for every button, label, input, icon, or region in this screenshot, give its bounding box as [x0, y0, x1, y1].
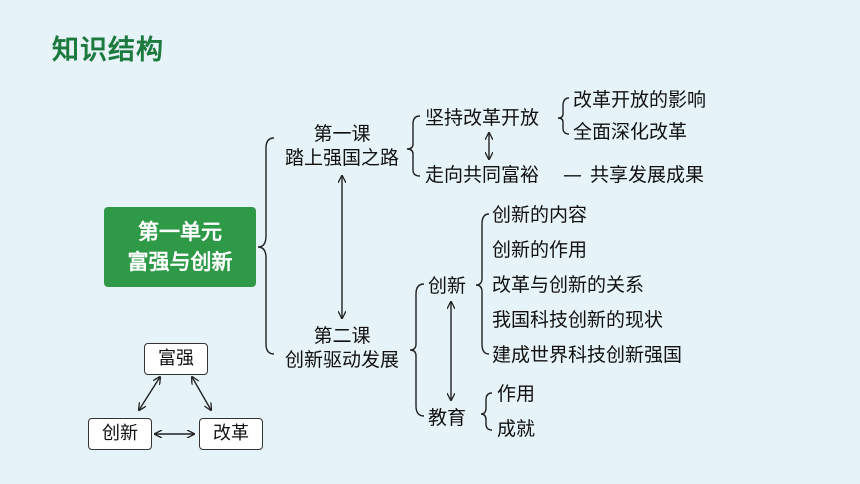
- education-item: 成就: [497, 418, 536, 440]
- topic-reform: 坚持改革开放: [425, 107, 540, 129]
- innovation-item: 改革与创新的关系: [492, 274, 645, 296]
- brace-lesson1: [406, 115, 421, 177]
- lesson2-label: 第二课 创新驱动发展: [278, 324, 406, 372]
- lesson1-line2: 踏上强国之路: [284, 147, 399, 169]
- reform-item: 全面深化改革: [573, 121, 688, 143]
- lesson1-label: 第一课 踏上强国之路: [278, 122, 406, 170]
- brace-lesson2: [409, 283, 425, 417]
- topic-innovation: 创新: [428, 275, 467, 297]
- reform-item: 改革开放的影响: [573, 89, 707, 111]
- lesson2-line1: 第二课: [313, 325, 371, 347]
- unit-box: 第一单元 富强与创新: [104, 207, 256, 287]
- innovation-item: 建成世界科技创新强国: [492, 344, 683, 366]
- topic-education: 教育: [428, 407, 467, 429]
- brace-reform: [557, 97, 570, 135]
- lesson1-line1: 第一课: [313, 123, 371, 145]
- innovation-item: 我国科技创新的现状: [492, 309, 664, 331]
- topic-prosperity: 走向共同富裕: [425, 164, 540, 186]
- innovation-item: 创新的内容: [492, 204, 588, 226]
- dash-connector: —: [563, 164, 582, 186]
- page-title: 知识结构: [52, 35, 164, 66]
- brace-main: [257, 137, 275, 355]
- lesson2-line2: 创新驱动发展: [284, 349, 399, 371]
- prosperity-sub: 共享发展成果: [590, 164, 705, 186]
- arrow-top-left: [139, 377, 160, 410]
- triangle-box-left: 创新: [88, 418, 152, 450]
- brace-innovation: [475, 213, 490, 355]
- triangle-box-right: 改革: [199, 418, 263, 450]
- brace-education: [480, 392, 493, 431]
- triangle-box-top: 富强: [144, 343, 208, 375]
- arrow-top-right: [192, 377, 211, 410]
- innovation-item: 创新的作用: [492, 239, 588, 261]
- unit-line2: 富强与创新: [127, 250, 233, 274]
- education-item: 作用: [497, 383, 536, 405]
- unit-line1: 第一单元: [138, 220, 222, 244]
